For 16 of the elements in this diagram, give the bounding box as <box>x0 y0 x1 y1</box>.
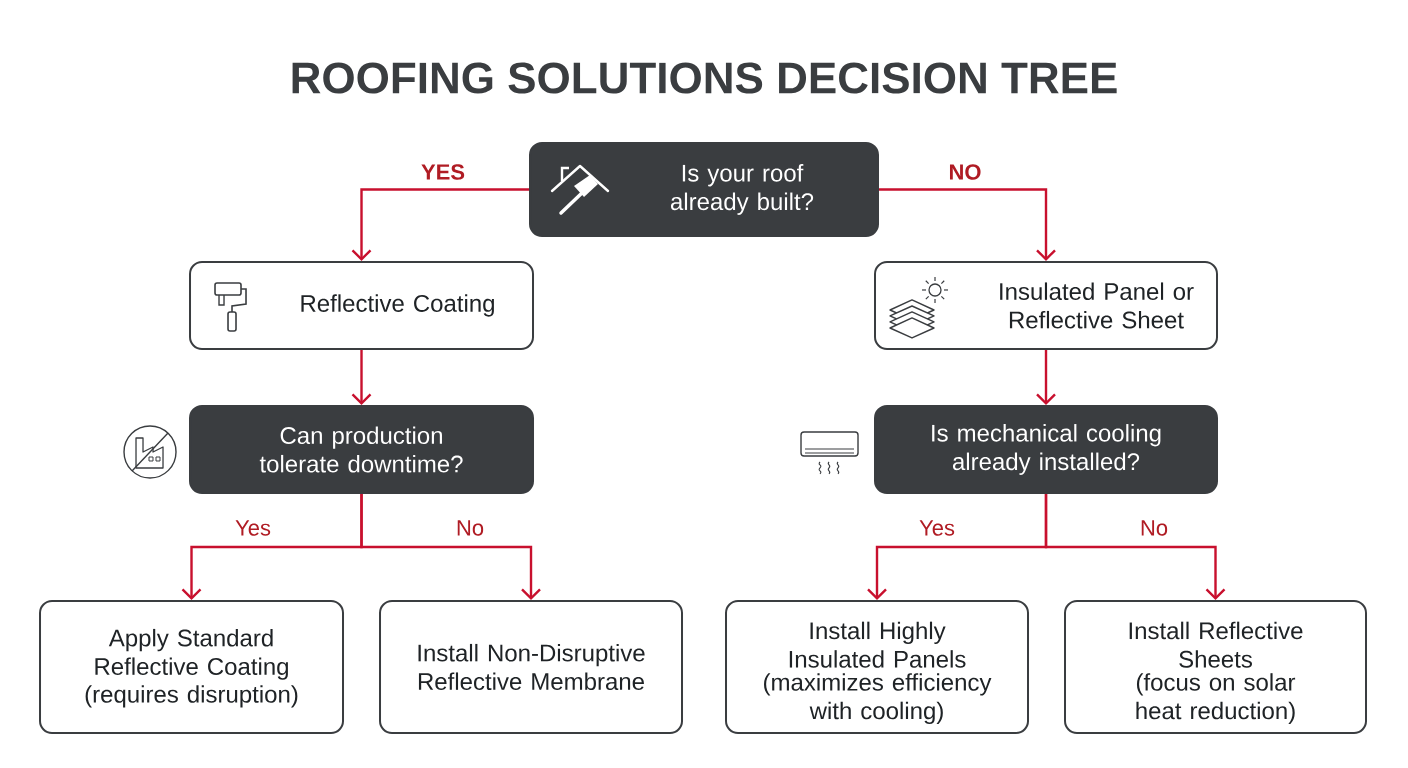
title: ROOFING SOLUTIONS DECISION TREE <box>292 62 1117 94</box>
outcome-box: Install Reflective Sheets (focus on solar heat reduction) <box>1064 600 1367 734</box>
option-box: Reflective Coating <box>189 261 534 350</box>
decision-box: Is mechanical cooling already installed? <box>874 405 1218 494</box>
edge-label: No <box>1137 518 1171 538</box>
edge-label: NO <box>946 162 984 182</box>
option-box: Insulated Panel or Reflective Sheet <box>874 261 1218 350</box>
decision-box: Can production tolerate downtime? <box>189 405 534 494</box>
outcome-box: Install Non-Disruptive Reflective Membrane <box>379 600 683 734</box>
edge-label: Yes <box>233 518 273 538</box>
edge-label: YES <box>419 162 467 182</box>
decision-box: Is your roof already built? <box>529 142 879 237</box>
edge-label: No <box>453 518 487 538</box>
outcome-box: Install Highly Insulated Panels (maximizes efficiency with cooling) <box>725 600 1029 734</box>
edge-label: Yes <box>917 518 957 538</box>
outcome-box: Apply Standard Reflective Coating (requires disruption) <box>39 600 344 734</box>
